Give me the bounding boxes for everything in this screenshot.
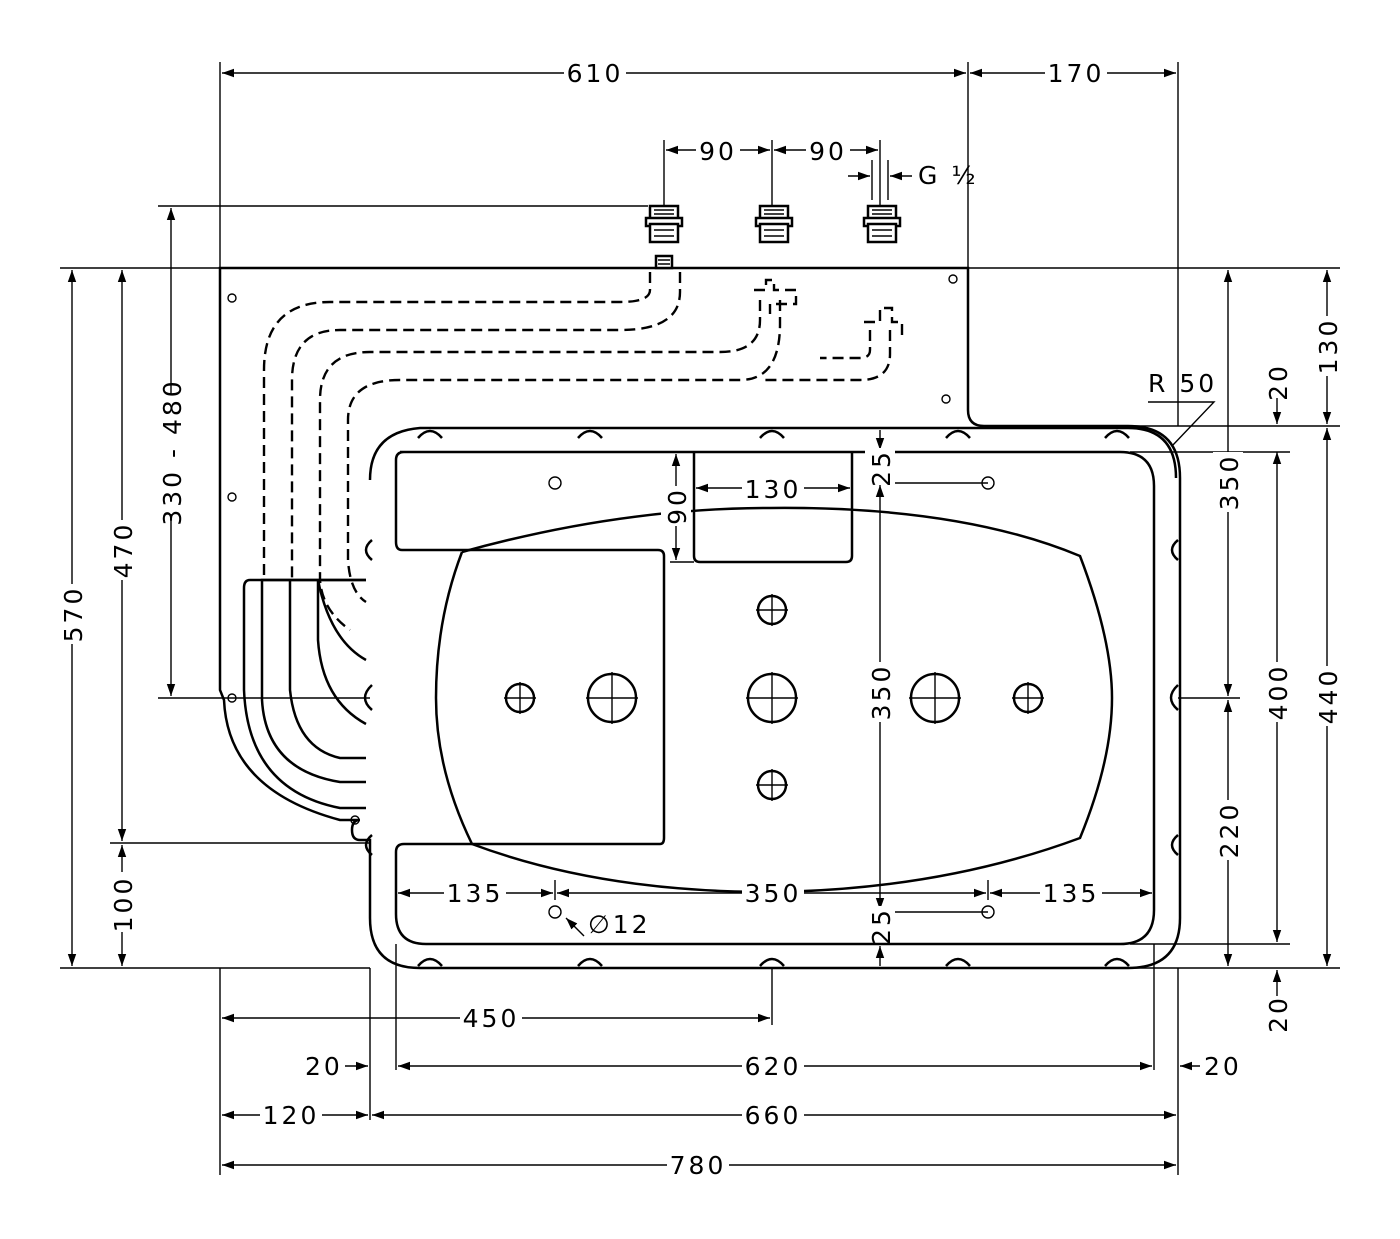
- dim-440: 440: [1314, 668, 1343, 725]
- dim-135-left: 135: [447, 879, 504, 908]
- dim-diameter: ∅12: [588, 910, 651, 939]
- valve-2: [754, 204, 794, 244]
- dim-20-top: 20: [1264, 363, 1293, 401]
- dim-220: 220: [1215, 802, 1244, 859]
- dim-90-b: 90: [809, 137, 847, 166]
- dim-100: 100: [109, 876, 138, 933]
- dim-25-top: 25: [867, 449, 896, 487]
- dim-20-bottom: 20: [1264, 995, 1293, 1033]
- dim-350-bottom: 350: [745, 879, 802, 908]
- rim-holes: [363, 429, 1179, 967]
- extension-lines: [60, 62, 1340, 1175]
- dim-400: 400: [1264, 664, 1293, 721]
- jets: [504, 594, 1044, 801]
- dim-radius: R 50: [1148, 369, 1217, 398]
- dashed-pipes: [262, 272, 904, 631]
- valve-3: [862, 204, 902, 244]
- dim-135-right: 135: [1043, 879, 1100, 908]
- dim-thread: G ½: [918, 161, 979, 190]
- dim-20-bottom-right: 20: [1204, 1052, 1242, 1081]
- inner-rim: [368, 426, 1178, 946]
- dim-170: 170: [1048, 59, 1105, 88]
- dim-350-inner: 350: [867, 664, 896, 721]
- dimension-lines: [67, 68, 1332, 1170]
- dim-25-bottom: 25: [867, 907, 896, 945]
- valve-1: [644, 204, 684, 270]
- solid-pipes: [242, 578, 367, 810]
- dim-450: 450: [463, 1004, 520, 1033]
- dim-660: 660: [745, 1101, 802, 1130]
- dim-610: 610: [567, 59, 624, 88]
- valve-connectors: [644, 204, 902, 270]
- dim-780: 780: [670, 1151, 727, 1180]
- dim-330-480: 330 - 480: [158, 378, 187, 525]
- dim-seat-90: 90: [663, 487, 692, 525]
- dim-20-bottom-left: 20: [305, 1052, 343, 1081]
- dim-350-right: 350: [1215, 454, 1244, 511]
- dim-120: 120: [263, 1101, 320, 1130]
- dim-seat-130: 130: [745, 475, 802, 504]
- dimension-labels: 610 170 90 90 G ½ 330 - 480 570 470 100 …: [57, 58, 1343, 1180]
- seat-recess: [692, 452, 854, 564]
- dim-620: 620: [745, 1052, 802, 1081]
- screw-holes: [227, 274, 995, 919]
- dim-470: 470: [109, 522, 138, 579]
- bath-floor-oval: [434, 506, 1114, 894]
- tub-outline: [218, 266, 1182, 970]
- dim-90-a: 90: [699, 137, 737, 166]
- dim-570: 570: [59, 586, 88, 643]
- dim-130-right: 130: [1314, 318, 1343, 375]
